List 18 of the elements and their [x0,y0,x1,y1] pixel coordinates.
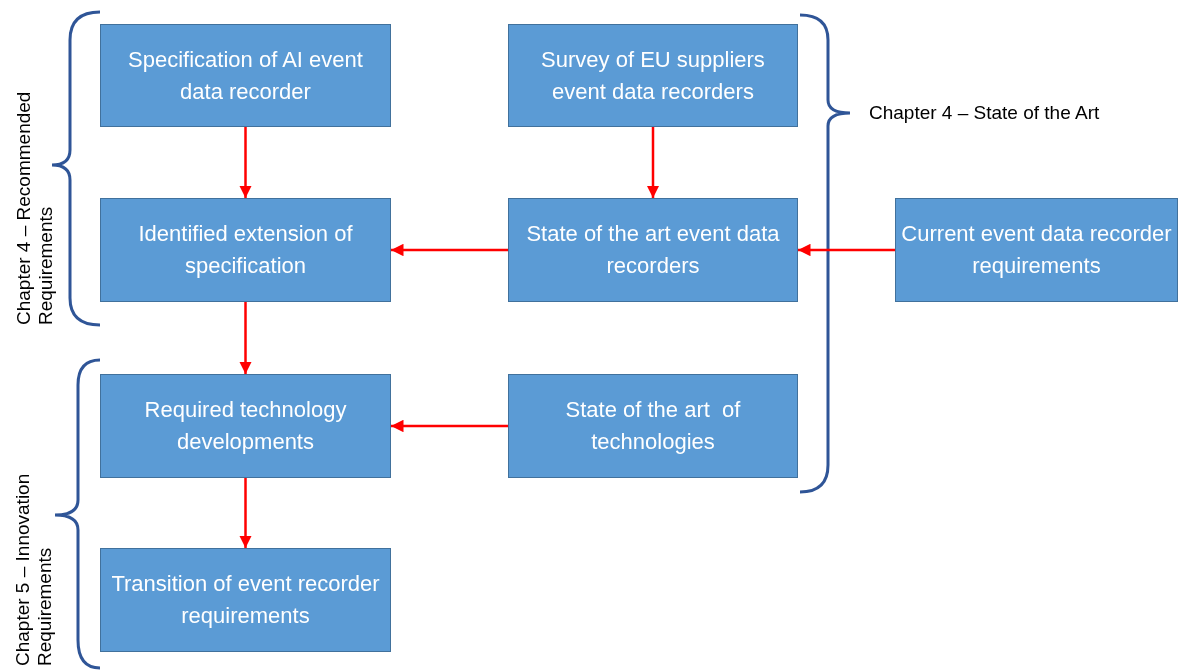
arrow [391,419,508,433]
chapter-label: Chapter 4 – State of the Art [869,101,1100,125]
arrow [646,127,660,198]
process-box: Specification of AI event data recorder [100,24,391,127]
process-box: Survey of EU suppliers event data recorders [508,24,798,127]
arrow [798,243,895,257]
process-box: State of the art of technologies [508,374,798,478]
process-box: Current event data recorder requirements [895,198,1178,302]
process-box: State of the art event data recorders [508,198,798,302]
chapter-label: Chapter 5 – Innovation Requirements [12,472,56,666]
arrow [391,243,508,257]
arrow [239,302,252,374]
arrow [239,127,252,198]
process-box: Identified extension of specification [100,198,391,302]
arrow [239,478,252,548]
process-box: Transition of event recorder requirements [100,548,391,652]
process-box: Required technology developments [100,374,391,478]
chapter-label: Chapter 4 – Recommended Requirements [13,90,57,325]
